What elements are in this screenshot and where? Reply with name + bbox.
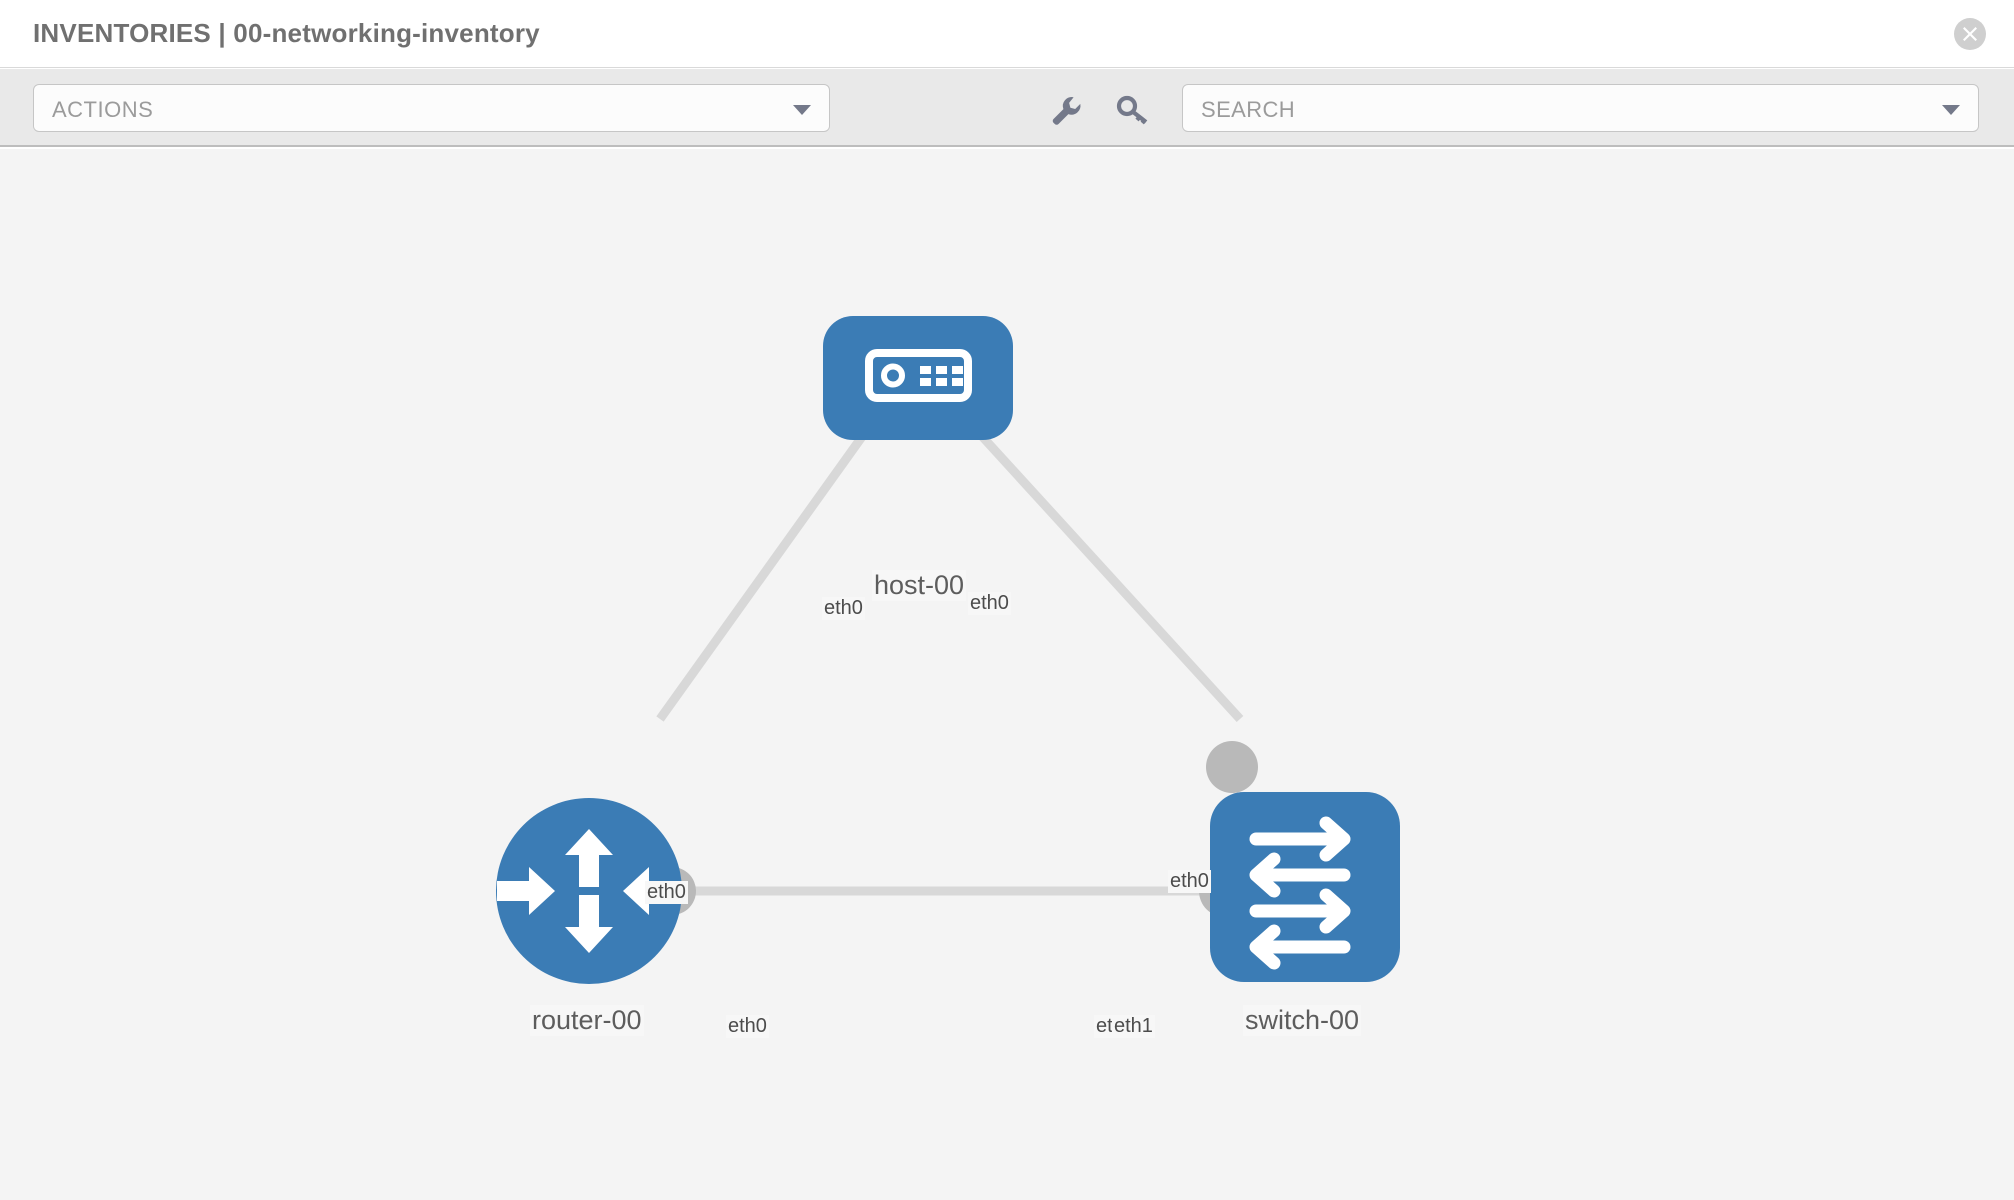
- window-titlebar: INVENTORIES | 00-networking-inventory: [0, 0, 2014, 68]
- port-switch00-eth0: [1206, 741, 1258, 793]
- node-host-00: [823, 316, 1013, 440]
- actions-dropdown[interactable]: ACTIONS: [33, 84, 830, 132]
- node-switch-00: [1210, 792, 1400, 982]
- topology-edges: [656, 395, 1244, 896]
- port-label-host00-eth0-right: eth0: [968, 592, 1011, 615]
- node-label-router-00: router-00: [530, 1005, 644, 1036]
- search-input[interactable]: SEARCH: [1182, 84, 1979, 132]
- port-label-router00-uplink-eth0: eth0: [645, 881, 688, 904]
- topology-canvas[interactable]: host-00 router-00 switch-00 eth0 eth0 et…: [0, 149, 2014, 1200]
- edge-host00-switch00: [944, 395, 1244, 723]
- search-placeholder: SEARCH: [1201, 97, 1296, 122]
- toolbar: ACTIONS SEARCH: [0, 69, 2014, 147]
- chevron-down-icon[interactable]: [1942, 105, 1960, 115]
- key-icon[interactable]: [1114, 91, 1152, 129]
- actions-dropdown-label: ACTIONS: [52, 97, 154, 122]
- topology-graph: [496, 316, 1400, 984]
- close-icon[interactable]: [1954, 18, 1986, 50]
- port-label-host00-eth0-left: eth0: [822, 597, 865, 620]
- edge-host00-router00: [656, 396, 893, 722]
- wrench-icon[interactable]: [1046, 91, 1084, 129]
- port-label-router00-eth0: eth0: [726, 1015, 769, 1038]
- switch-arrows-icon: [1249, 816, 1351, 970]
- chevron-down-icon: [793, 105, 811, 115]
- port-label-switch00-eth1: eth1: [1112, 1015, 1155, 1038]
- node-label-switch-00: switch-00: [1243, 1005, 1362, 1036]
- page-title: INVENTORIES | 00-networking-inventory: [33, 18, 540, 48]
- server-icon: [865, 349, 972, 402]
- port-label-switch00-uplink-eth0: eth0: [1168, 870, 1211, 893]
- node-label-host-00: host-00: [872, 570, 967, 601]
